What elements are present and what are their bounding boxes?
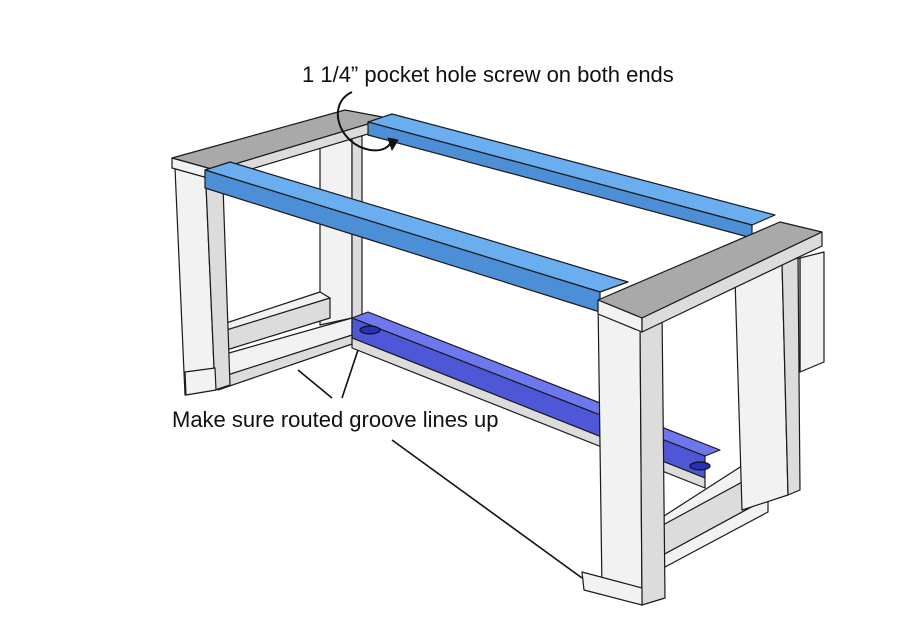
screw-arrow-icon bbox=[336, 91, 399, 152]
right-inner-leg bbox=[734, 257, 801, 511]
right-top-cap bbox=[597, 221, 823, 333]
bottom-stretcher-rail bbox=[351, 311, 721, 489]
front-right-leg bbox=[581, 299, 666, 606]
groove-callout-label: Make sure routed groove lines up bbox=[172, 407, 499, 432]
right-end-stretcher bbox=[649, 461, 769, 576]
groove-leader-lines bbox=[297, 349, 583, 579]
front-top-rail bbox=[204, 161, 629, 313]
screw-callout-label: 1 1/4” pocket hole screw on both ends bbox=[302, 62, 674, 87]
back-top-rail bbox=[367, 113, 776, 239]
